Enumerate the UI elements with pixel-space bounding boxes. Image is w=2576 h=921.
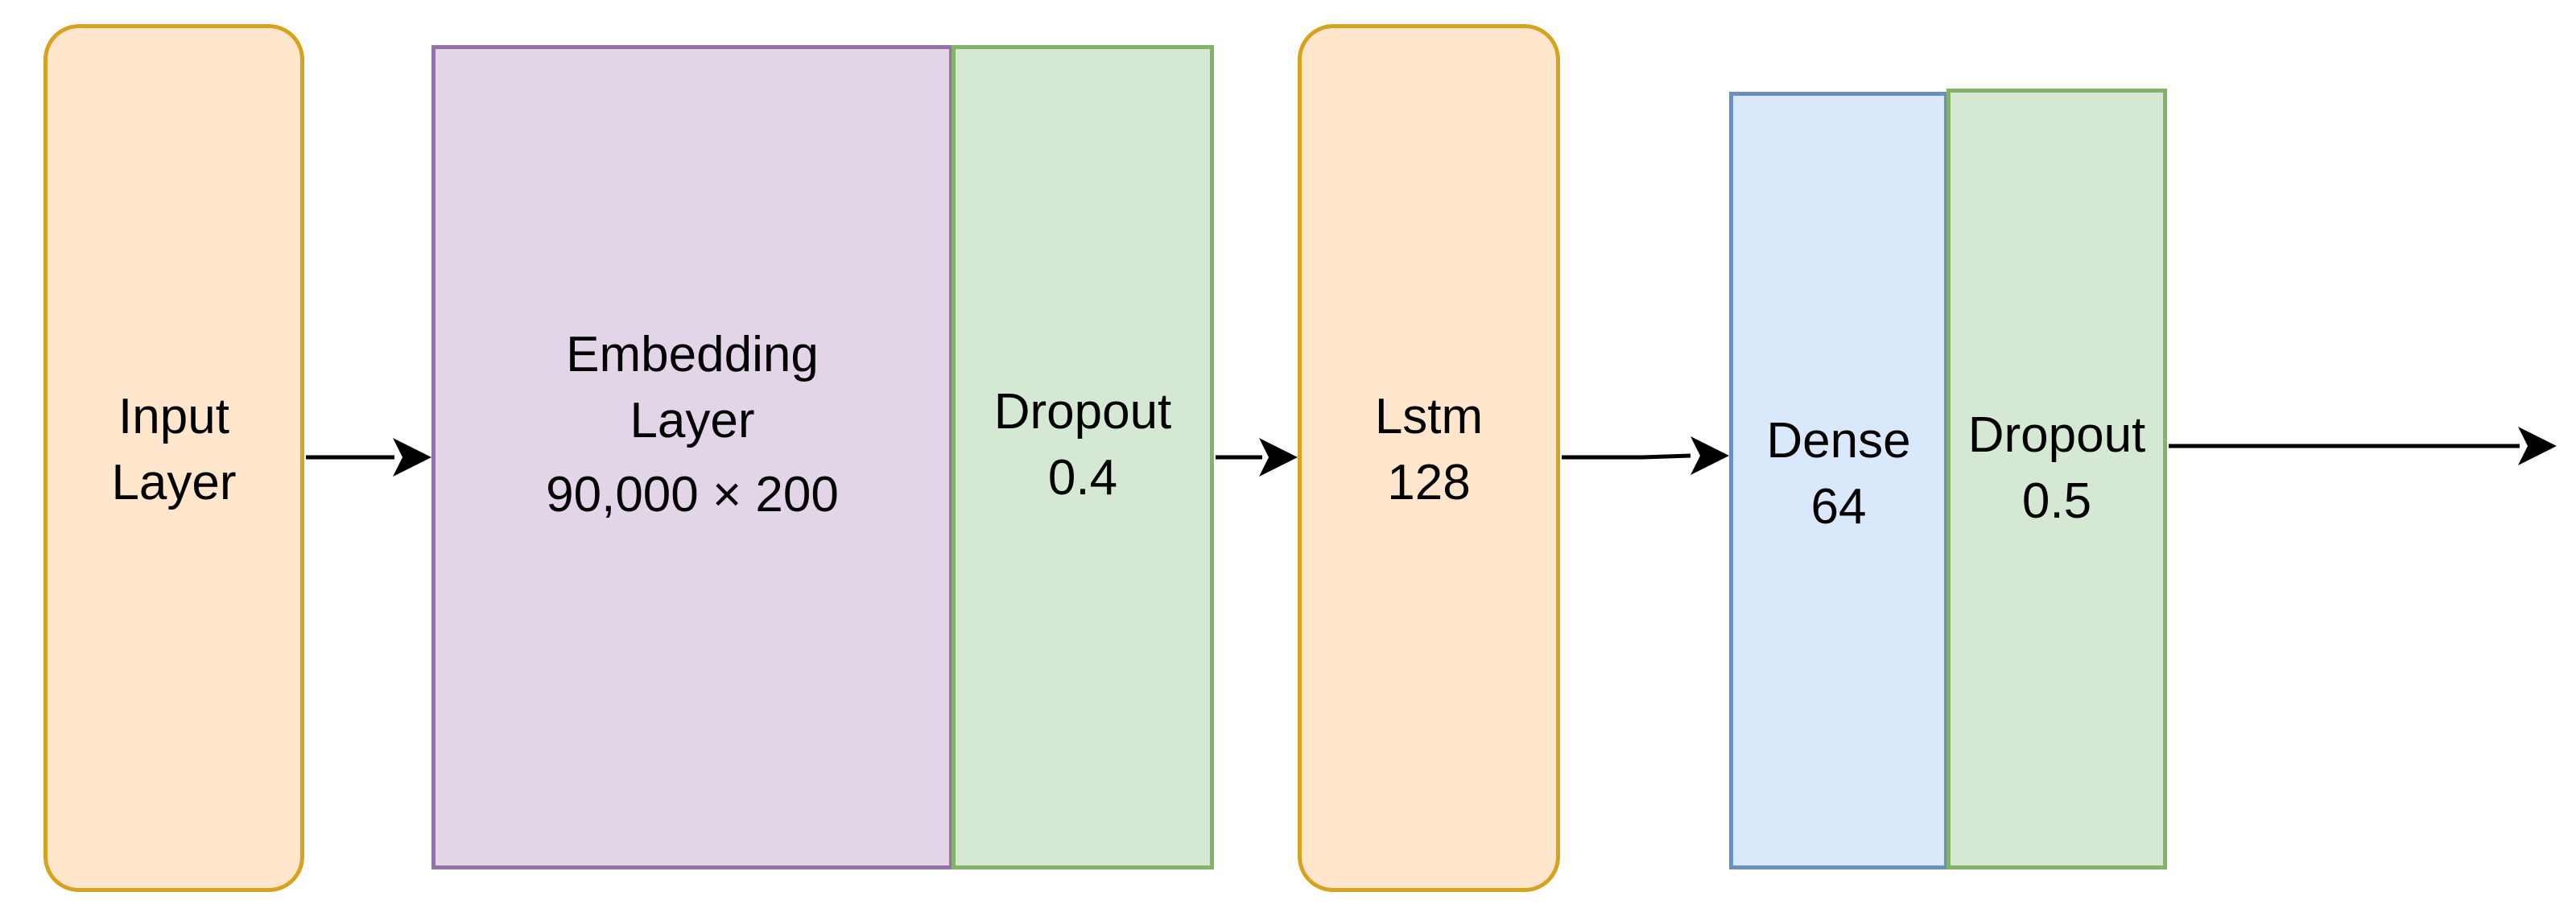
dropout-layer-2-box: Dropout 0.5 [1946,89,2167,869]
lstm-layer-units: 128 [1387,455,1471,510]
lstm-layer-label-line1: Lstm [1374,389,1484,445]
dense-layer-label: Dense 64 [1766,408,1910,540]
dropout-layer-2-label-line1: Dropout [1967,407,2146,464]
dropout-layer-1-rate: 0.4 [1047,450,1118,506]
embedding-layer-label-line2: Layer [630,393,755,449]
dropout-layer-1-label-line1: Dropout [993,384,1172,440]
dropout-layer-2-rate: 0.5 [2021,473,2092,529]
arrow-input-to-embedding [306,438,431,477]
arrow-dropout-to-lstm [1216,438,1298,477]
lstm-layer-box: Lstm 128 [1298,24,1560,892]
input-layer-label: Input Layer [111,384,236,516]
arrow-lstm-to-dense [1562,436,1729,475]
embedding-layer-label-line1: Embedding [566,327,819,383]
dense-layer-box: Dense 64 [1729,92,1948,869]
dropout-layer-1-box: Dropout 0.4 [952,45,1214,869]
embedding-layer-dimensions: 90,000 × 200 [546,466,839,522]
lstm-layer-label: Lstm 128 [1375,384,1483,516]
arrow-to-output [2169,427,2557,465]
dropout-layer-1-label: Dropout 0.4 [994,379,1172,511]
input-layer-label-line1: Input [118,389,229,445]
embedding-layer-box: Embedding Layer 90,000 × 200 [431,45,953,869]
input-layer-label-line2: Layer [111,455,237,510]
dense-layer-label-line1: Dense [1766,413,1911,469]
dense-layer-units: 64 [1810,479,1867,535]
embedding-layer-label: Embedding Layer 90,000 × 200 [546,322,839,527]
dropout-layer-2-label: Dropout 0.5 [1968,403,2146,535]
input-layer-box: Input Layer [43,24,304,892]
